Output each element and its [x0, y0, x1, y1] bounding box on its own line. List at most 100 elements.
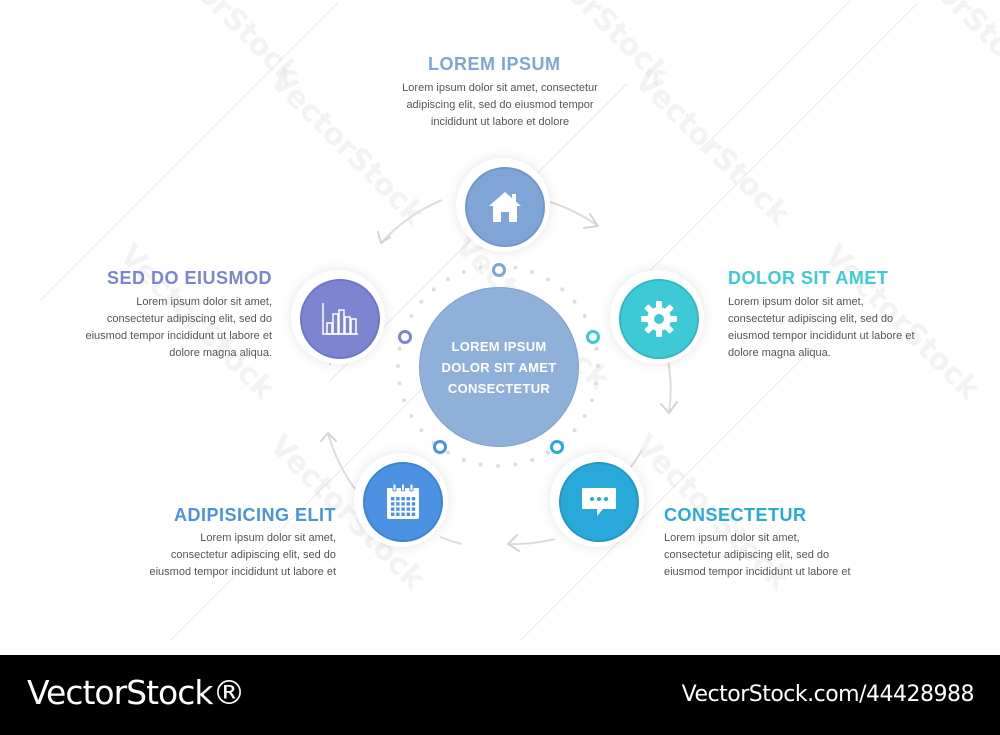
- ring-dot: [530, 270, 535, 274]
- ring-dot: [560, 287, 565, 292]
- arrow-head: [660, 401, 678, 414]
- ring-dot: [397, 346, 402, 351]
- house-icon: [489, 192, 521, 222]
- ring-dot: [478, 462, 483, 467]
- calendar-cell: [396, 497, 400, 501]
- calendar-cell: [391, 507, 395, 511]
- calendar-cell: [401, 507, 405, 511]
- step-node-3-circle: [559, 462, 639, 542]
- step-4-text-line: consectetur adipiscing elit, sed do: [170, 549, 336, 561]
- ring-dot: [396, 364, 400, 368]
- step-3-text: Lorem ipsum dolor sit amet, consectetur …: [664, 530, 851, 581]
- step-1-title: LOREM IPSUM: [428, 54, 561, 74]
- ring-dot: [431, 287, 436, 292]
- step-2-text-line: consectetur adipiscing elit, sed do: [728, 313, 894, 325]
- calendar-cell: [406, 512, 410, 516]
- ring-dot: [461, 270, 466, 274]
- step-4-title: ADIPISICING ELIT: [173, 505, 336, 525]
- center-line-1: LOREM IPSUM: [451, 338, 547, 354]
- step-2-title: DOLOR SIT AMET: [728, 268, 889, 288]
- calendar-cell: [401, 502, 405, 506]
- step-5-title: SED DO EIUSMOD: [106, 268, 272, 288]
- watermark-footer: VectorStock® VectorStock.com/44428988: [0, 655, 1000, 735]
- calendar-cell: [411, 512, 416, 516]
- ring-dot: [397, 381, 402, 386]
- ring-dot: [594, 381, 599, 386]
- ring-dot: [572, 428, 577, 433]
- step-3-text-line: consectetur adipiscing elit, sed do: [664, 549, 830, 561]
- step-node-4-circle: [363, 462, 443, 542]
- footer-image-id: VectorStock.com/44428988: [681, 682, 975, 707]
- ring-dot: [572, 299, 577, 304]
- step-1-text-line: incididunt ut labore et dolore: [430, 116, 570, 128]
- accent-ring: [586, 330, 600, 344]
- cycle-arc: [507, 538, 556, 546]
- ring-dot: [596, 364, 600, 368]
- gear-icon: [641, 301, 677, 337]
- ring-dot: [582, 314, 587, 318]
- bar-chart-icon: [322, 303, 358, 335]
- ring-dot: [419, 428, 424, 433]
- calendar-icon: [387, 483, 419, 519]
- ring-dot: [546, 450, 550, 455]
- step-5-text-line: eiusmod tempor incididunt ut labore et: [85, 330, 273, 342]
- ring-dot: [446, 450, 450, 455]
- cycle-arc: [439, 536, 463, 545]
- step-node-5-circle: [300, 279, 380, 359]
- calendar-cell: [406, 507, 410, 511]
- step-node-3: [550, 453, 644, 547]
- step-2-text-line: dolore magna aliqua.: [728, 347, 831, 359]
- step-5-text-line: dolore magna aliqua.: [169, 347, 272, 359]
- accent-ring: [398, 330, 412, 344]
- ring-dot: [546, 277, 550, 282]
- accent-ring: [492, 263, 506, 277]
- ring-dot: [461, 458, 466, 462]
- center-hub: LOREM IPSUM DOLOR SIT AMET CONSECTETUR: [419, 287, 579, 447]
- center-line-3: CONSECTETUR: [447, 380, 551, 396]
- step-node-2-circle: [619, 279, 699, 359]
- calendar-cell: [391, 512, 395, 516]
- ring-dot: [478, 265, 483, 270]
- cycle-arc: [327, 432, 359, 494]
- step-2-text: Lorem ipsum dolor sit amet, consectetur …: [728, 294, 915, 362]
- calendar-cell: [406, 497, 410, 501]
- cycle-arc: [380, 199, 443, 244]
- calendar-cell: [401, 497, 405, 501]
- calendar-cell: [396, 502, 400, 506]
- step-3-text-line: Lorem ipsum dolor sit amet,: [664, 532, 800, 544]
- ring-dot: [530, 458, 535, 462]
- calendar-cell: [411, 502, 416, 506]
- step-4-text-line: Lorem ipsum dolor sit amet,: [200, 532, 336, 544]
- step-5-text: Lorem ipsum dolor sit amet, consectetur …: [86, 294, 273, 362]
- accent-ring: [433, 440, 447, 454]
- step-1-text-line: Lorem ipsum dolor sit amet, consectetur: [402, 82, 598, 94]
- ring-dot: [513, 462, 518, 467]
- calendar-cell: [411, 507, 416, 511]
- step-node-5: [291, 270, 385, 364]
- arrow-head: [507, 534, 520, 552]
- ring-dot: [513, 265, 518, 270]
- ring-dot: [594, 346, 599, 351]
- accent-ring: [550, 440, 564, 454]
- calendar-cell: [396, 512, 400, 516]
- step-4-text-line: eiusmod tempor incididunt ut labore et: [149, 566, 337, 578]
- ring-dot: [409, 414, 414, 418]
- center-line-2: DOLOR SIT AMET: [441, 359, 557, 375]
- infographic-canvas: VectorStock VectorStock VectorStock Vect…: [40, 0, 1000, 641]
- ring-dot: [446, 277, 450, 282]
- calendar-cell: [396, 507, 400, 511]
- step-4-text: Lorem ipsum dolor sit amet, consectetur …: [150, 530, 337, 581]
- arrow-head: [320, 432, 337, 442]
- chat-bubble-icon: [582, 488, 616, 516]
- step-1-text: Lorem ipsum dolor sit amet, consectetur …: [392, 80, 608, 131]
- calendar-cell: [411, 497, 416, 501]
- step-node-2: [610, 270, 704, 364]
- arrow-head: [377, 231, 391, 244]
- step-5-text-line: Lorem ipsum dolor sit amet,: [136, 296, 272, 308]
- ring-dot: [419, 299, 424, 304]
- step-1-text-line: adipiscing elit, sed do eiusmod tempor: [406, 99, 594, 111]
- ring-dot: [582, 414, 587, 418]
- step-5-text-line: consectetur adipiscing elit, sed do: [106, 313, 272, 325]
- calendar-cell: [401, 512, 405, 516]
- ring-dot: [409, 314, 414, 318]
